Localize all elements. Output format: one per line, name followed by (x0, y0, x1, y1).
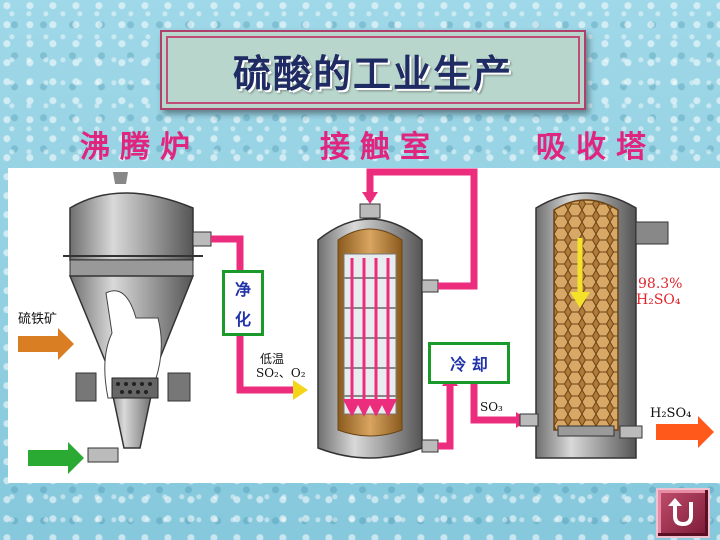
purification-box: 净 化 (222, 270, 264, 336)
cooling-label: 冷 却 (450, 355, 488, 374)
product-label: H₂SO₄ (650, 406, 692, 421)
arrow-into-contact-top (362, 192, 378, 204)
process-diagram: 净 化 冷 却 硫铁矿 低温 SO₂、O₂ SO₃ 98.3% H₂SO₄ H₂… (8, 168, 720, 483)
concentration-label: 98.3% (638, 276, 683, 292)
acid-label: H₂SO₄ (636, 292, 681, 308)
pipe-contact-loop (366, 168, 478, 290)
page-title: 硫酸的工业生产 (232, 50, 513, 96)
title-panel: 硫酸的工业生产 (160, 30, 586, 110)
so2-o2-label: SO₂、O₂ (256, 366, 306, 380)
arrow-into-contact (293, 380, 308, 400)
absorption-tower (519, 192, 669, 459)
purify-char-1: 净 (234, 280, 251, 299)
low-temp-label: 低温 (260, 352, 285, 366)
purify-char-2: 化 (234, 310, 251, 329)
arrow-air-in (28, 442, 84, 474)
boiling-furnace (63, 172, 212, 463)
label-contact-chamber: 接触室 (320, 130, 440, 165)
pipe-contact-to-absorber (438, 382, 518, 450)
arrow-product-out (656, 416, 714, 448)
process-diagram-svg (18, 168, 714, 474)
label-boiling-furnace: 沸腾炉 (80, 130, 200, 165)
pipe-furnace-to-purifier (211, 235, 293, 394)
so3-label: SO₃ (480, 400, 503, 414)
u-turn-back-icon (668, 498, 693, 527)
back-button[interactable] (656, 488, 710, 538)
contact-chamber (317, 203, 439, 459)
arrow-pyrite-in (18, 328, 74, 360)
pyrite-label: 硫铁矿 (18, 312, 58, 327)
label-absorption-tower: 吸收塔 (536, 130, 656, 165)
cooling-box: 冷 却 (428, 342, 510, 384)
